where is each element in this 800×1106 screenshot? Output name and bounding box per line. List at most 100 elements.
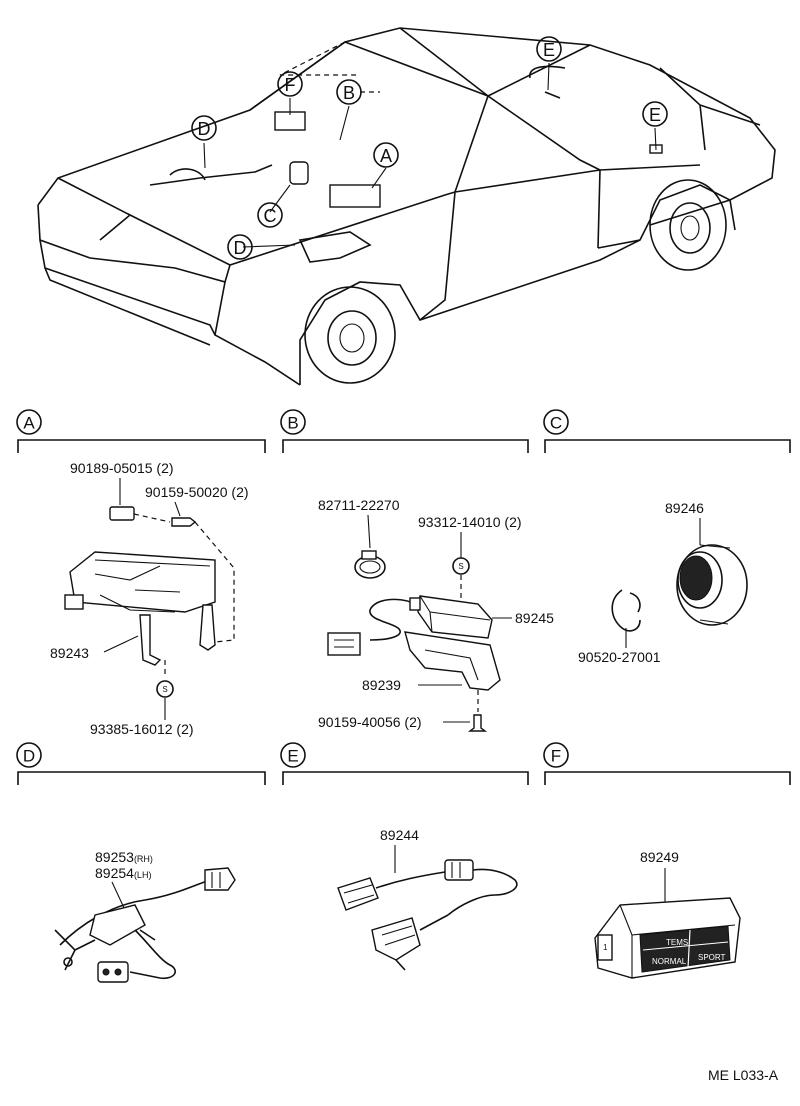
hose-clamp [354, 550, 386, 579]
callout-a: A [373, 142, 399, 168]
sensor-connector [327, 632, 361, 656]
car-overview: D F B A C D E E [37, 27, 776, 386]
part-number-b1: 82711-22270 [318, 497, 400, 513]
leader-a3 [103, 635, 139, 653]
s-mark-a [156, 680, 174, 698]
svg-text:B: B [287, 414, 298, 433]
svg-text:A: A [380, 146, 392, 166]
mode-switch-89249: TEMS NORMAL SPORT 1 [594, 897, 741, 979]
part-number-f1: 89249 [640, 849, 679, 865]
clip-part [109, 506, 135, 521]
overview-part-a [329, 184, 381, 208]
section-header-d: D [16, 742, 266, 785]
front-wheel [304, 286, 396, 384]
bracket-89239 [404, 631, 501, 691]
part-number-d2: 89254(LH) [95, 865, 151, 881]
switch-label-sport: SPORT [698, 953, 726, 962]
overview-part-d2 [298, 231, 372, 263]
section-b: 82711-22270 93312-14010 (2) S 89245 8923… [318, 497, 554, 732]
s-mark-b [452, 557, 470, 575]
svg-text:S: S [162, 685, 167, 694]
callout-d-top: D [191, 115, 217, 141]
svg-text:B: B [343, 83, 355, 103]
section-header-a: A [16, 409, 266, 453]
part-number-b3: 89245 [515, 610, 554, 626]
part-number-d1: 89253(RH) [95, 849, 153, 865]
overview-sensor-d1 [149, 164, 273, 186]
svg-text:E: E [543, 40, 555, 60]
section-header-f: F [543, 742, 791, 785]
bracket-right [199, 604, 216, 651]
car-windshield [249, 41, 490, 193]
assembly-dash-a [133, 513, 235, 643]
svg-text:C: C [550, 414, 562, 433]
svg-text:S: S [458, 562, 463, 571]
leader-b1 [367, 514, 371, 549]
svg-text:E: E [649, 105, 661, 125]
overview-part-c [289, 161, 309, 185]
overview-part-e1 [529, 65, 566, 99]
connector-pins [334, 639, 354, 648]
wire-grommet [409, 597, 421, 611]
svg-text:C: C [264, 206, 277, 226]
car-body-outline [37, 27, 776, 386]
bracket-89239-edge [424, 649, 479, 681]
part-number-e1: 89244 [380, 827, 419, 843]
car-rear-window [659, 67, 761, 151]
svg-text:D: D [234, 238, 247, 258]
car-hidden-line [279, 41, 380, 93]
section-c: 89246 90520-27001 [578, 500, 748, 665]
svg-text:D: D [23, 747, 35, 766]
section-a: 90189-05015 (2) 90159-50020 (2) 89243 S … [50, 460, 249, 737]
part-number-c1: 89246 [665, 500, 704, 516]
snap-ring-90520 [611, 589, 641, 632]
sensor-wire [369, 598, 419, 641]
part-number-a3: 89243 [50, 645, 89, 661]
callout-e-top: E [536, 36, 562, 62]
car-roofline [399, 27, 601, 171]
car-door-lines [419, 164, 701, 321]
bolt-part [467, 714, 488, 732]
callout-f: F [277, 71, 303, 97]
part-number-b2: 93312-14010 (2) [418, 514, 522, 530]
sensor-89244 [337, 859, 518, 971]
svg-text:D: D [198, 119, 211, 139]
svg-text:E: E [287, 747, 298, 766]
rear-wheel [649, 179, 727, 271]
sensor-89245 [417, 595, 493, 639]
callout-leaders [203, 62, 657, 248]
section-f: 89249 TEMS NORMAL SPORT 1 [594, 849, 741, 979]
part-number-a1: 90189-05015 (2) [70, 460, 174, 476]
screw-part [171, 517, 197, 527]
section-header-c: C [543, 409, 791, 453]
callout-c: C [257, 202, 283, 228]
svg-text:F: F [285, 75, 296, 95]
height-sensor-89253 [54, 867, 236, 983]
section-header-b: B [280, 409, 529, 453]
section-d: 89253(RH) 89254(LH) [54, 849, 236, 983]
switch-label-normal: NORMAL [652, 957, 687, 966]
callout-e-right: E [642, 101, 668, 127]
callout-d-bottom: D [227, 234, 253, 260]
car-front-bumper [39, 239, 216, 346]
leader-a2 [174, 501, 181, 517]
part-number-c2: 90520-27001 [578, 649, 661, 665]
car-hood [57, 177, 456, 283]
section-e: 89244 [337, 827, 518, 971]
svg-text:F: F [551, 747, 561, 766]
diagram-code: ME L033-A [708, 1067, 779, 1083]
sensor-89245-edge [419, 595, 491, 633]
grommet-89246 [676, 544, 748, 626]
part-number-a4: 93385-16012 (2) [90, 721, 194, 737]
part-number-b4: 89239 [362, 677, 401, 693]
bracket-left [139, 614, 162, 666]
section-header-e: E [280, 742, 529, 785]
callout-b: B [336, 79, 362, 105]
switch-label-side: 1 [603, 943, 608, 952]
control-unit-detail [94, 559, 211, 613]
part-number-b5: 90159-40056 (2) [318, 714, 422, 730]
car-side [299, 184, 736, 385]
switch-label-tems: TEMS [666, 938, 688, 947]
